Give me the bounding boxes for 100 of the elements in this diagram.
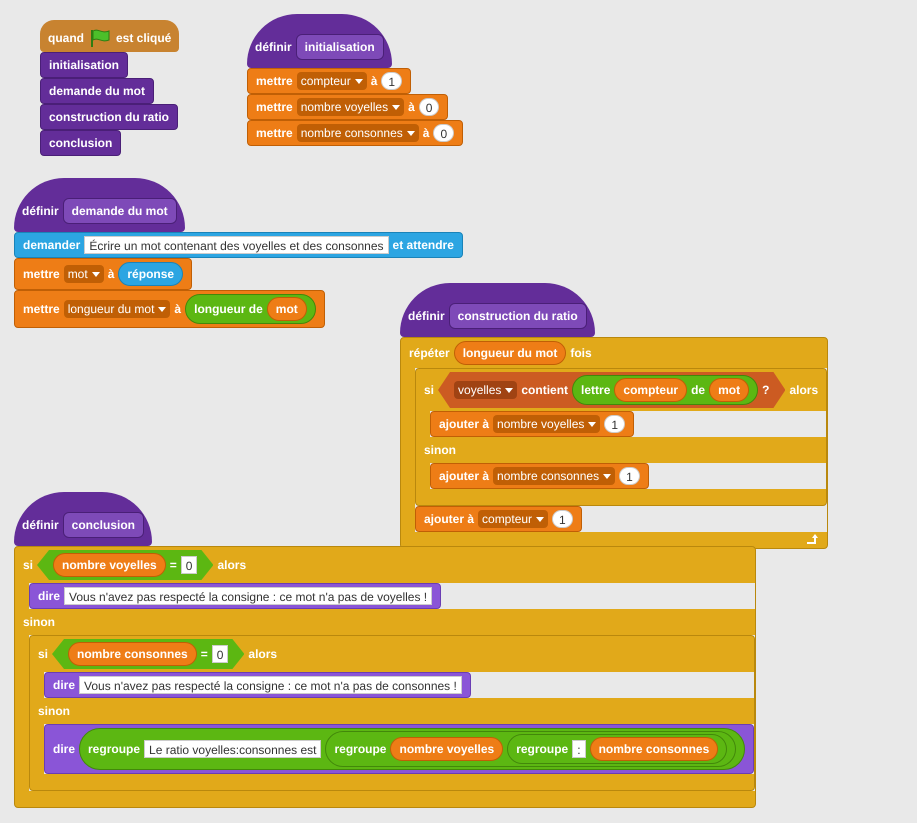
block-label: mettre xyxy=(23,266,60,283)
block-label: ? xyxy=(762,382,770,399)
block-label: dire xyxy=(53,677,76,694)
block-label: longueur de xyxy=(194,301,263,318)
block-label: conclusion xyxy=(49,135,112,152)
block-label: longueur du mot xyxy=(462,345,558,362)
command-block xyxy=(14,258,192,290)
dropdown-field: mot xyxy=(64,265,104,283)
text-input-field: Vous n'avez pas respecté la consigne : ce mot n'a pas de consonnes ! xyxy=(79,676,462,694)
block-label: sinon xyxy=(38,703,70,720)
block-label: demander xyxy=(23,237,80,254)
dropdown-field: longueur du mot xyxy=(64,300,170,318)
block-label: nombre consonnes xyxy=(598,741,710,758)
c-block xyxy=(29,635,756,791)
block-label: à xyxy=(408,99,415,116)
reporter-block xyxy=(454,341,566,365)
block-label: ajouter à xyxy=(424,511,474,528)
dropdown-field: nombre consonnes xyxy=(296,124,419,142)
reporter-block xyxy=(572,375,758,405)
c-block xyxy=(415,368,828,506)
reporter-block xyxy=(68,642,197,666)
block-label: à xyxy=(370,73,378,90)
command-block xyxy=(14,232,463,258)
command-block xyxy=(40,52,128,78)
reporter-block xyxy=(325,731,736,767)
block-label: initialisation xyxy=(49,57,120,74)
text-input-field: 0 xyxy=(212,645,228,663)
block-label: nombre consonnes xyxy=(77,646,188,663)
block-label: dire xyxy=(38,588,60,605)
block-label: mettre xyxy=(256,99,293,116)
block-label: est cliqué xyxy=(116,30,172,47)
block-label: définir xyxy=(22,203,59,220)
command-block xyxy=(29,583,442,609)
block-label: construction du ratio xyxy=(458,308,578,325)
number-input-field: 0 xyxy=(433,124,454,142)
command-block xyxy=(44,724,754,774)
block-label: = xyxy=(170,557,177,574)
custom-block-label xyxy=(62,512,144,538)
number-input-field: 1 xyxy=(604,415,626,433)
reporter-block xyxy=(79,728,746,770)
block-label: et attendre xyxy=(392,237,454,254)
block-label: contient xyxy=(521,382,568,399)
c-block xyxy=(400,337,828,549)
reporter-block xyxy=(185,294,316,324)
block-label: à xyxy=(422,125,430,142)
block-label: si xyxy=(23,557,34,574)
block-label: dire xyxy=(53,741,76,758)
custom-block-label xyxy=(448,303,587,329)
block-label: ajouter à xyxy=(439,468,490,485)
block-label: à xyxy=(174,301,182,318)
command-block xyxy=(247,68,412,94)
block-label: initialisation xyxy=(304,39,375,56)
reporter-block xyxy=(118,262,184,286)
reporter-block xyxy=(614,378,688,402)
block-label: lettre xyxy=(581,382,610,399)
block-label: définir xyxy=(22,517,59,534)
reporter-block xyxy=(53,553,166,577)
block-label: si xyxy=(38,646,48,663)
text-input-field: Vous n'avez pas respecté la consigne : ce mot n'a pas de voyelles ! xyxy=(64,587,432,605)
text-input-field: Écrire un mot contenant des voyelles et des consonnes xyxy=(84,236,389,254)
custom-block-label xyxy=(62,198,177,224)
block-label: mettre xyxy=(23,301,60,318)
block-label: ajouter à xyxy=(439,416,490,433)
block-label: à xyxy=(108,266,114,283)
block-label: si xyxy=(424,382,434,399)
block-label: construction du ratio xyxy=(49,109,169,126)
block-label: répéter xyxy=(409,345,450,362)
command-block xyxy=(415,506,582,532)
number-input-field: 1 xyxy=(619,467,640,485)
c-block xyxy=(14,546,756,808)
block-label: définir xyxy=(255,39,292,56)
block-label: réponse xyxy=(127,266,174,283)
command-block xyxy=(430,463,649,489)
block-label: conclusion xyxy=(72,517,136,534)
dropdown-field: compteur xyxy=(296,72,367,90)
dropdown-field: nombre voyelles xyxy=(493,415,600,433)
block-label: fois xyxy=(570,345,592,362)
block-label: quand xyxy=(48,30,84,47)
block-label: mettre xyxy=(256,73,293,90)
command-block xyxy=(430,411,634,437)
block-label: mettre xyxy=(256,125,293,142)
block-label: mot xyxy=(276,301,298,318)
text-input-field: : xyxy=(572,740,586,758)
number-input-field: 1 xyxy=(381,72,402,90)
text-input-field: 0 xyxy=(180,556,198,574)
command-block xyxy=(40,130,122,156)
block-label: = xyxy=(200,646,208,663)
dropdown-field: nombre voyelles xyxy=(296,98,404,116)
reporter-block xyxy=(590,737,718,761)
block-label: nombre voyelles xyxy=(62,557,157,574)
command-block xyxy=(247,120,464,146)
number-input-field: 0 xyxy=(418,98,440,116)
block-label: alors xyxy=(217,557,246,574)
block-label: de xyxy=(691,382,706,399)
command-block xyxy=(14,290,325,328)
reporter-block xyxy=(266,297,307,321)
dropdown-field: voyelles xyxy=(454,381,518,399)
reporter-block xyxy=(507,734,728,764)
reporter-block xyxy=(709,378,750,402)
block-label: nombre voyelles xyxy=(399,741,494,758)
